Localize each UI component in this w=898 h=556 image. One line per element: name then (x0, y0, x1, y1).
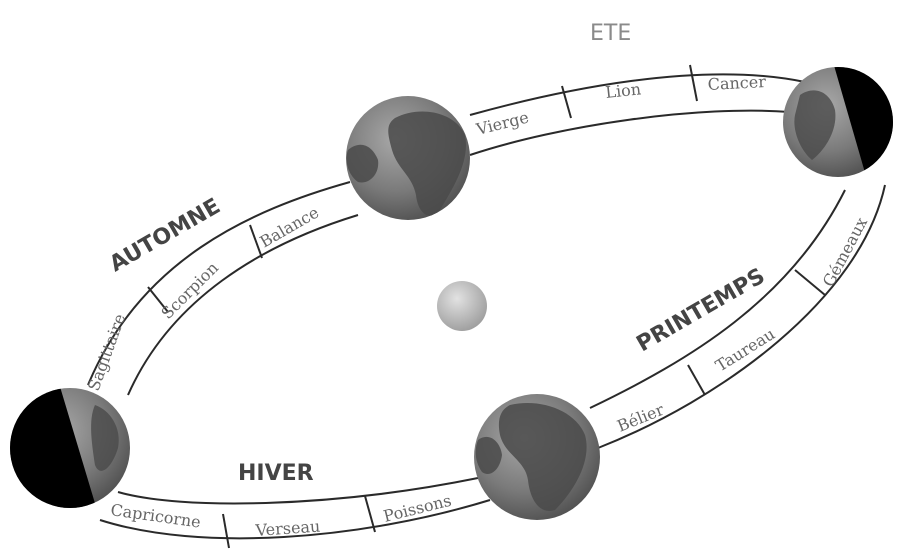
sign-scorpion: Scorpion (157, 258, 222, 323)
earth-autumn (346, 96, 470, 220)
sign-verseau: Verseau (254, 517, 321, 541)
sign-balance: Balance (257, 203, 323, 252)
sign-lion: Lion (604, 79, 641, 102)
sign-gemeaux: Gémeaux (819, 214, 871, 290)
sign-sagittaire: Sagittaire (84, 311, 129, 393)
earth-winter (0, 380, 130, 520)
earth-spring (474, 394, 600, 520)
season-label-ete: ETE (590, 21, 631, 46)
sun (437, 281, 487, 331)
season-label-hiver: HIVER (238, 461, 314, 486)
sign-cancer: Cancer (707, 72, 766, 94)
sign-poissons: Poissons (381, 491, 453, 526)
